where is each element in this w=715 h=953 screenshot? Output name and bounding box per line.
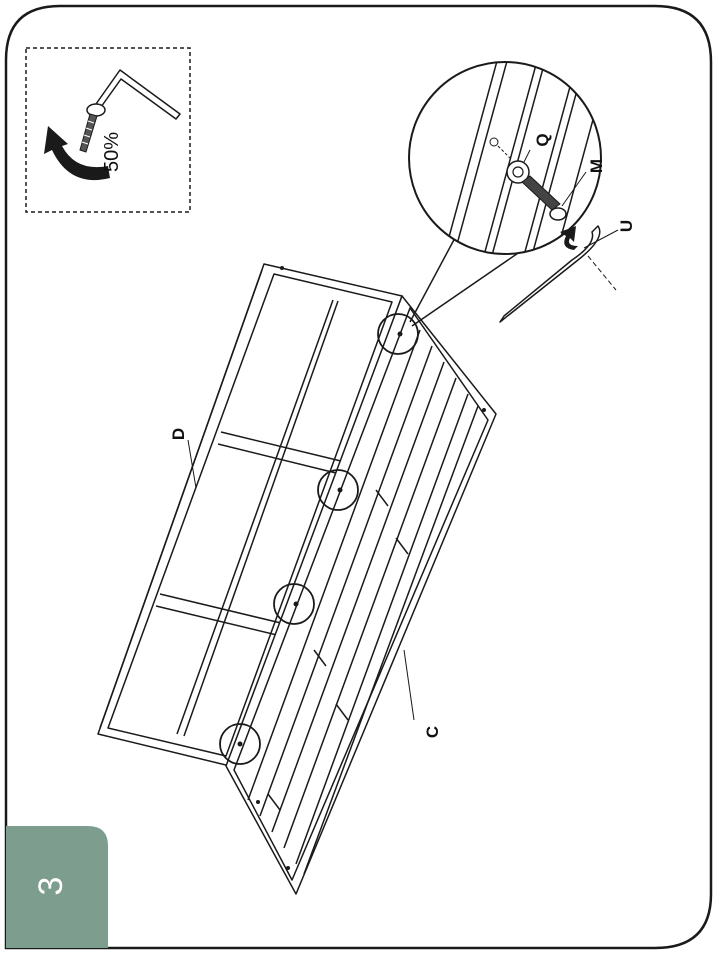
label-d: D — [169, 428, 188, 440]
seat-frame-c — [225, 295, 497, 895]
washer-q — [506, 160, 530, 184]
connection-points — [219, 313, 419, 765]
label-c: C — [423, 726, 442, 738]
rotate-arrow-icon — [44, 126, 110, 181]
label-q: Q — [533, 133, 552, 146]
zoom-detail — [408, 61, 602, 255]
percent-label: 50% — [101, 132, 123, 172]
step-number: 3 — [32, 877, 70, 896]
rotate-arrow-icon — [560, 226, 578, 250]
bolt-holes — [237, 266, 486, 870]
allen-key-icon — [95, 69, 181, 120]
hex-key-u — [499, 225, 617, 323]
label-m: M — [587, 159, 606, 173]
tool-hint-box: 50% — [25, 47, 191, 213]
connection-point — [317, 469, 359, 511]
page-border — [4, 4, 713, 950]
bolt-icon — [79, 103, 106, 153]
step-tab: 3 — [6, 826, 108, 948]
leader-lines — [187, 149, 619, 721]
connection-point — [219, 723, 261, 765]
label-u: U — [617, 220, 636, 232]
bolt-m — [521, 175, 567, 221]
connection-point — [377, 313, 419, 355]
connection-point — [273, 583, 315, 625]
